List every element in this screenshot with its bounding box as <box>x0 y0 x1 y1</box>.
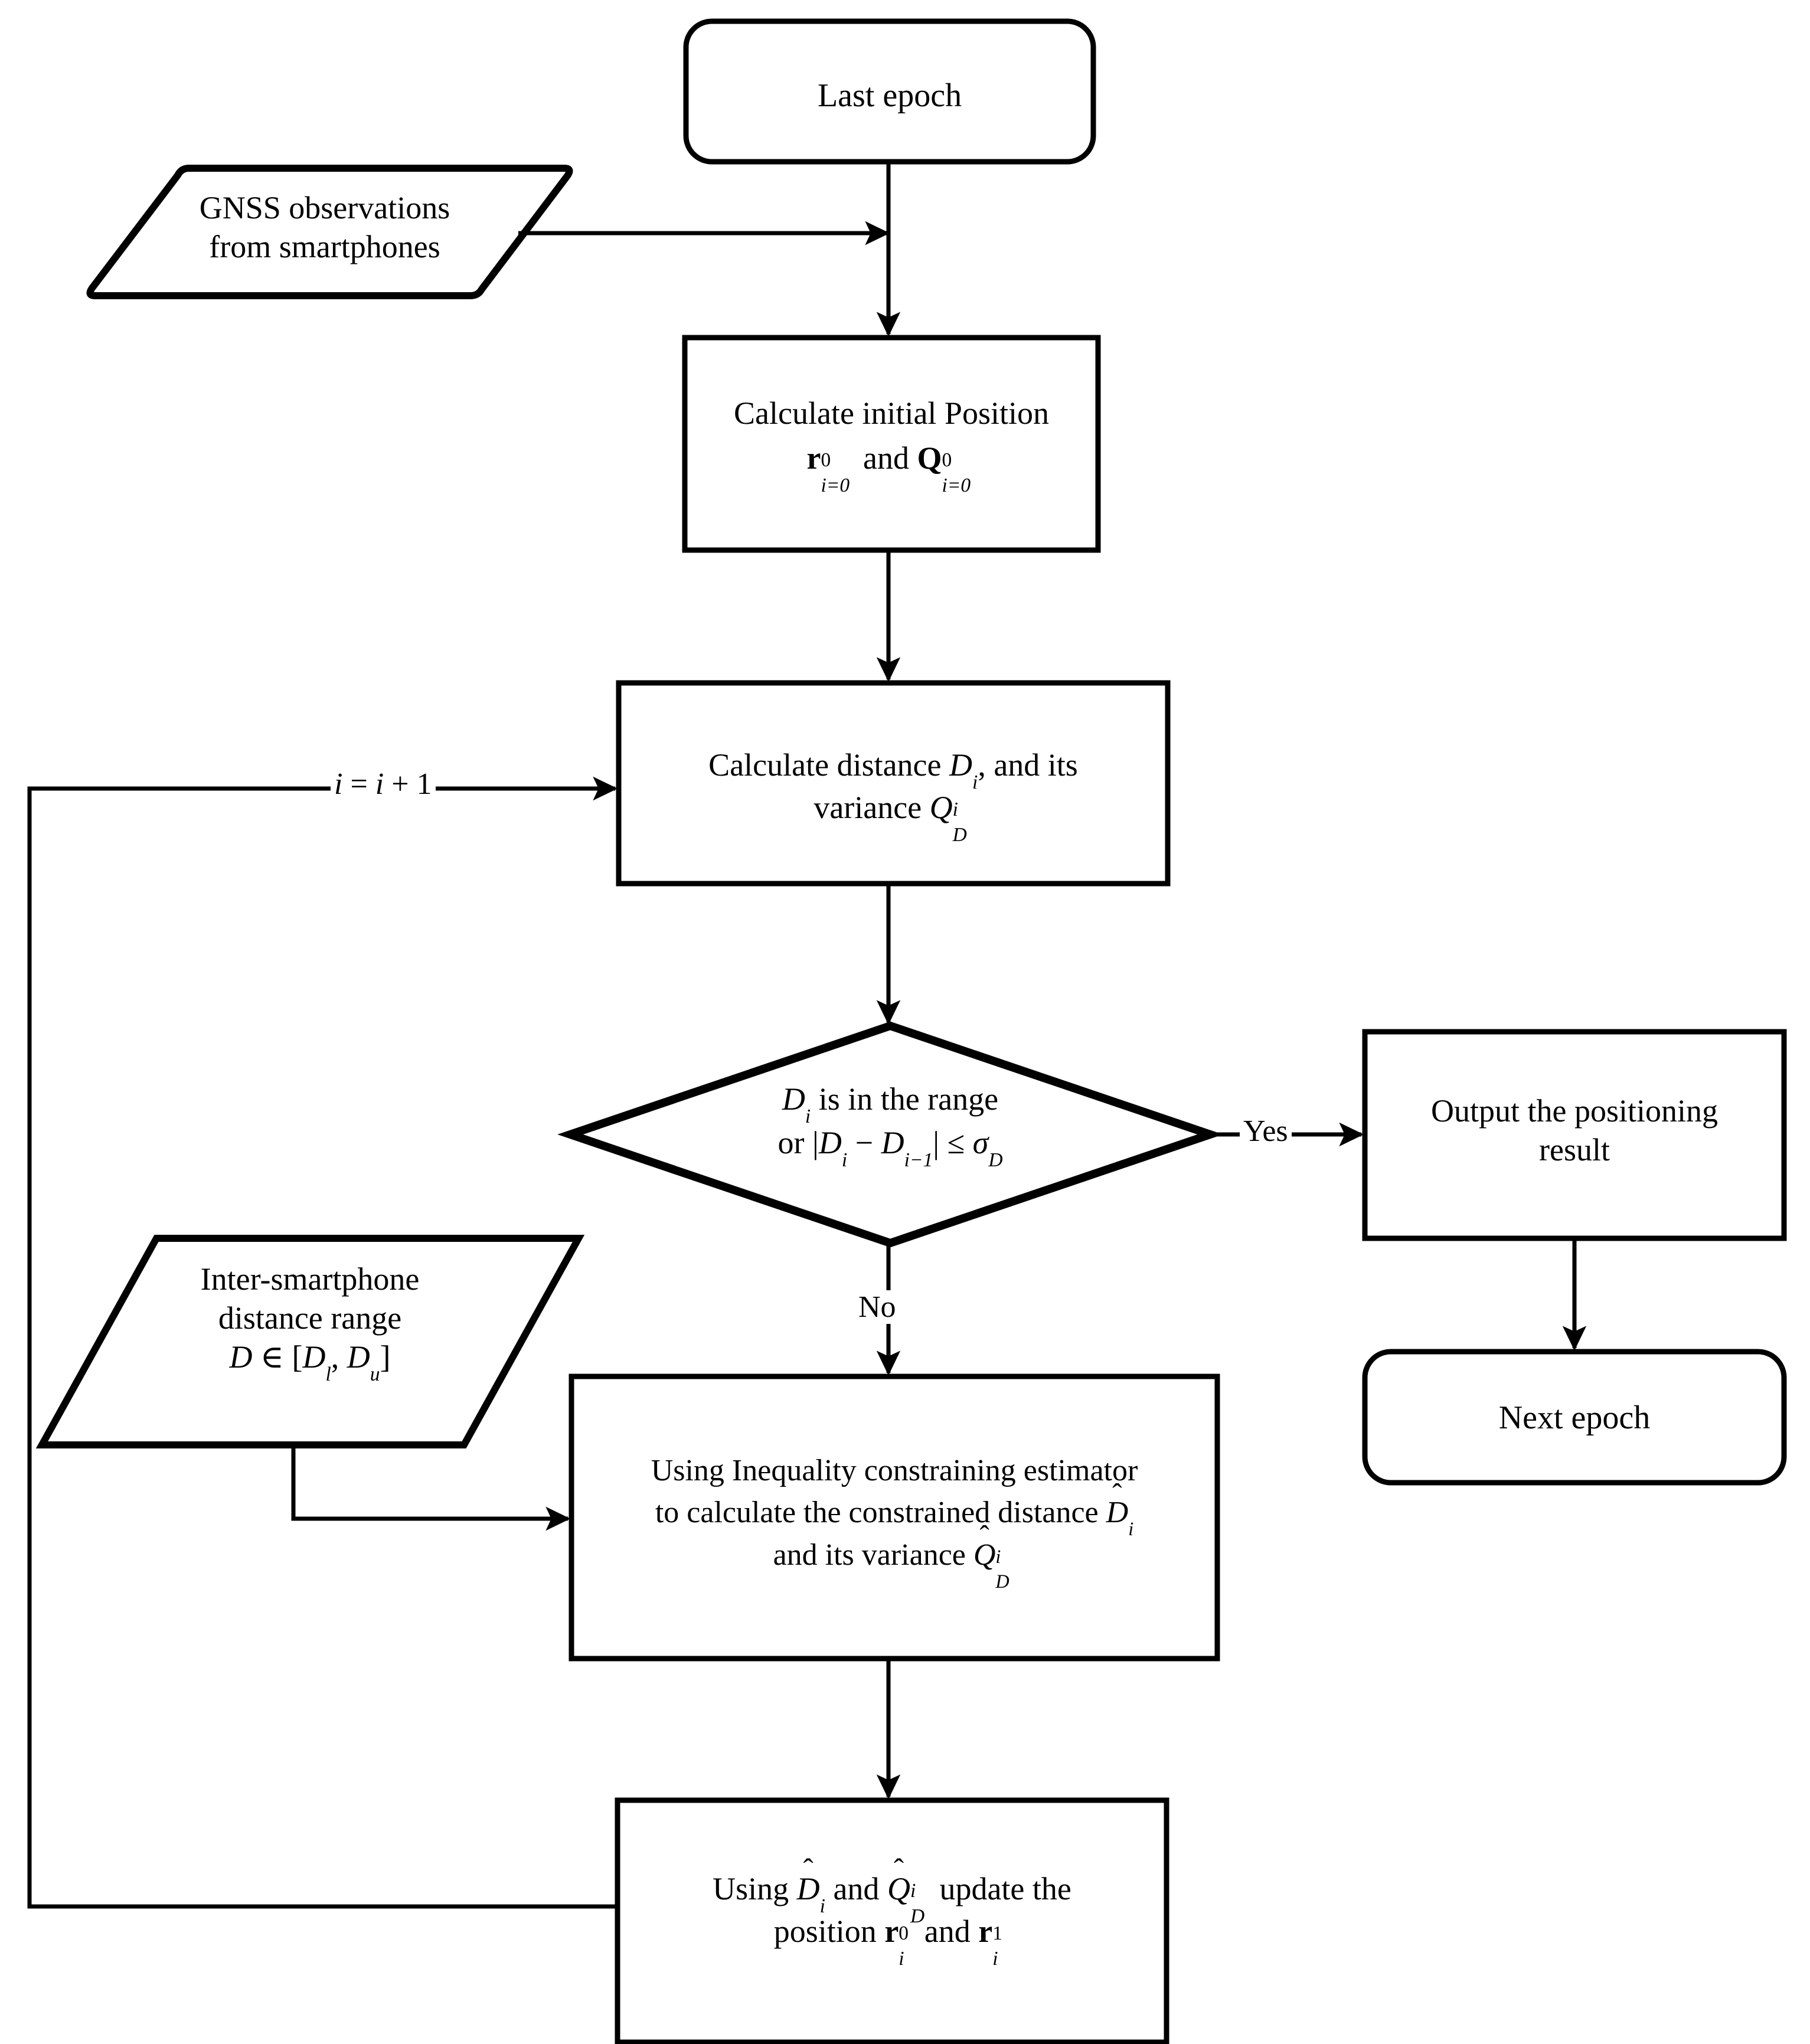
edge-distance-range-to-estimator <box>291 1445 571 1531</box>
node-inequality-estimator-shape <box>569 1373 1220 1662</box>
node-next-epoch-shape <box>1362 1349 1787 1486</box>
edge-feedback-loop <box>27 776 618 1909</box>
node-last-epoch-shape <box>683 18 1096 165</box>
edge-label-no: No <box>855 1290 900 1324</box>
edge-label-increment: i = i + 1 <box>331 767 436 802</box>
node-calc-distance-shape <box>616 680 1171 887</box>
node-distance-range-shape <box>35 1235 585 1448</box>
node-gnss-input-shape <box>86 165 573 299</box>
node-initial-position-shape <box>682 335 1101 553</box>
node-update-position-shape <box>615 1797 1169 2044</box>
node-decision-shape <box>557 1021 1223 1248</box>
node-output-result-shape <box>1362 1029 1787 1241</box>
edge-label-yes: Yes <box>1240 1114 1292 1149</box>
